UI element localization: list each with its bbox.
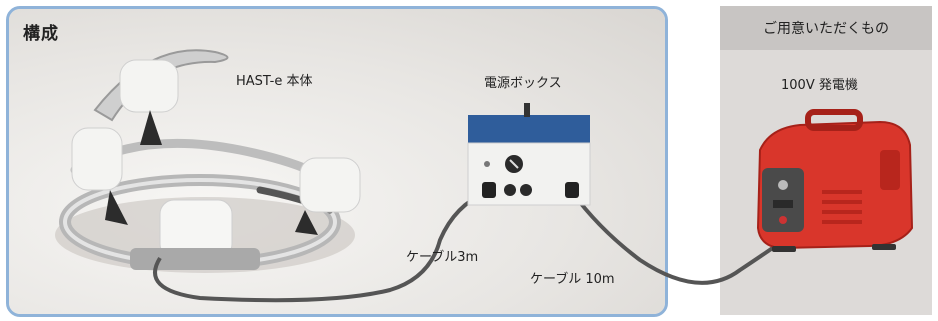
power-box-label: 電源ボックス xyxy=(484,76,562,91)
generator xyxy=(756,109,914,252)
generator-label: 100V 発電機 xyxy=(781,78,858,93)
power-box xyxy=(467,103,591,206)
actuator-module-right xyxy=(299,157,361,213)
power-box-port-left xyxy=(482,182,496,198)
hast-e-device xyxy=(59,49,361,270)
power-box-port-right xyxy=(565,182,579,198)
cable-10m-label: ケーブル 10m xyxy=(530,272,615,287)
actuator-module-left xyxy=(71,127,123,191)
cable-10m xyxy=(570,190,792,285)
section-title: 構成 xyxy=(23,24,59,44)
power-box-indicator xyxy=(484,161,490,167)
device-label: HAST-e 本体 xyxy=(236,74,313,89)
user-supplied-header: ご用意いただくもの xyxy=(720,6,932,50)
cable-3m-label: ケーブル3m xyxy=(406,250,479,265)
actuator-module-top xyxy=(119,59,179,113)
cable-3m xyxy=(153,190,488,303)
